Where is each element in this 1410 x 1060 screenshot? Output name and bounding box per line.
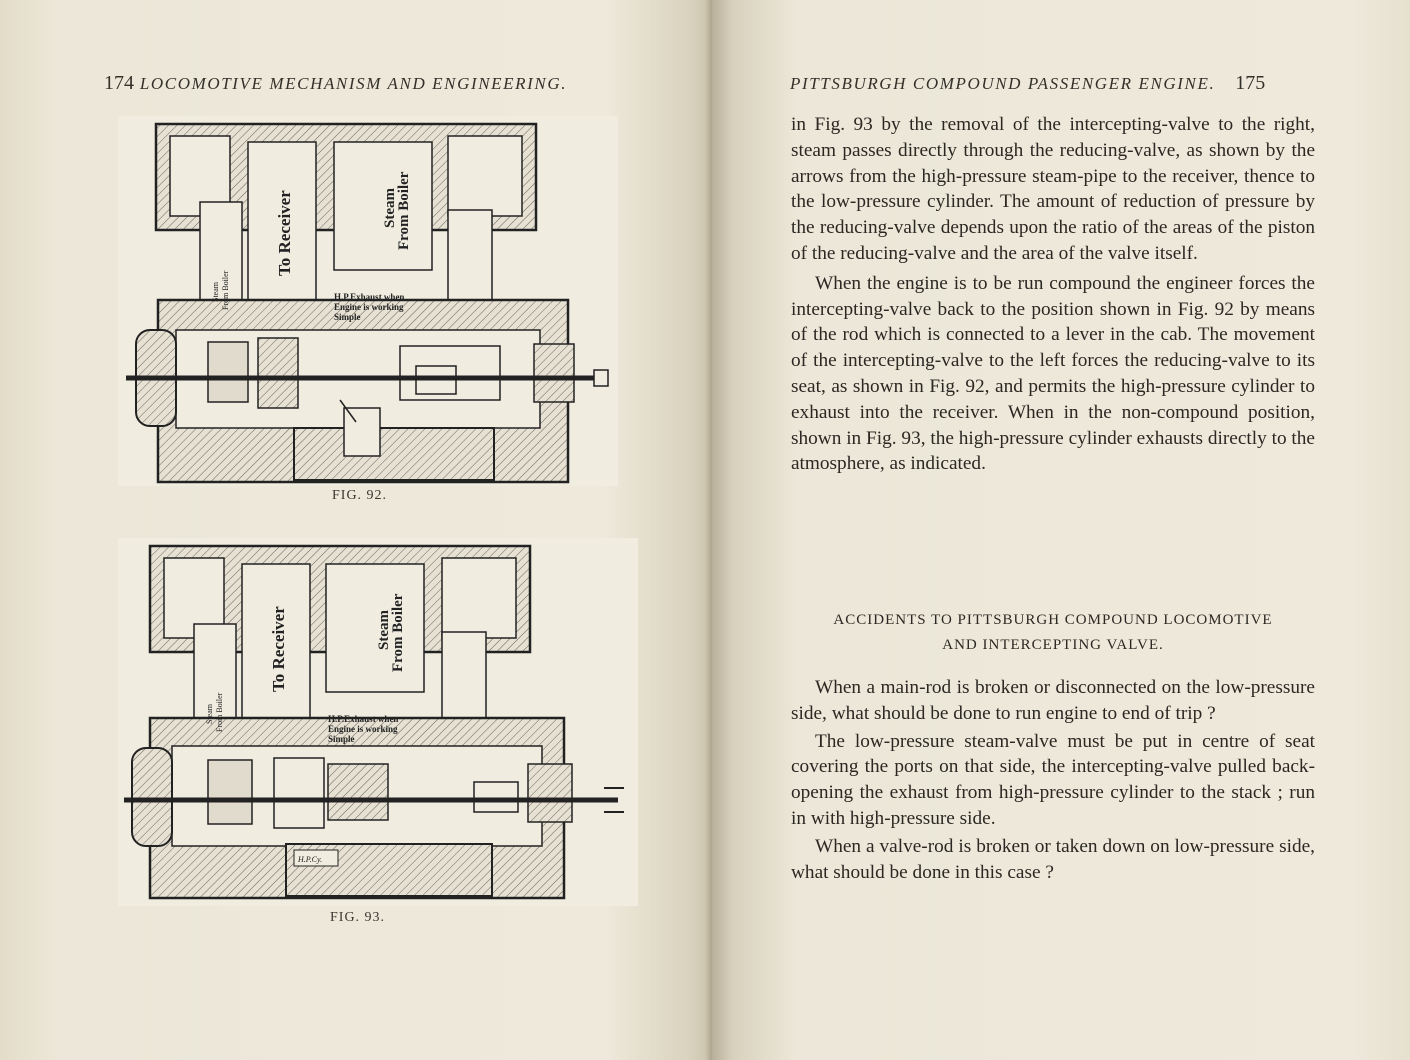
fig93-to-receiver-label: To Receiver xyxy=(269,606,288,692)
figure-92-caption: FIG. 92. xyxy=(332,488,388,503)
fig92-from-boiler-small-label: From Boiler xyxy=(221,270,230,310)
section-heading: ACCIDENTS TO PITTSBURGH COMPOUND LOCOMOT… xyxy=(791,608,1315,658)
left-page-number: 174 xyxy=(104,72,134,94)
fig93-exhaust-line-1: H.P.Exhaust when xyxy=(328,714,398,724)
fig93-steam-small-label: Steam xyxy=(205,703,214,724)
section-heading-line-1: ACCIDENTS TO PITTSBURGH COMPOUND LOCOMOT… xyxy=(833,612,1273,628)
right-page: PITTSBURGH COMPOUND PASSENGER ENGINE. 17… xyxy=(712,0,1410,1060)
figure-93: H.P.Cy. To Receiver Steam From Boiler St… xyxy=(118,538,638,906)
figure-93-caption: FIG. 93. xyxy=(330,910,386,925)
fig93-from-boiler-label: From Boiler xyxy=(390,593,406,672)
body-text-block-1: in Fig. 93 by the removal of the interce… xyxy=(791,112,1315,477)
fig93-hp-cyl-label: H.P.Cy. xyxy=(297,855,322,864)
fig93-steam-label: Steam xyxy=(376,610,392,650)
question-1: When a main-rod is broken or disconnecte… xyxy=(791,677,1315,724)
right-running-title: PITTSBURGH COMPOUND PASSENGER ENGINE. xyxy=(790,74,1216,93)
fig92-exhaust-line-2: Engine is working xyxy=(334,302,404,312)
fig92-exhaust-line-1: H.P.Exhaust when xyxy=(334,292,404,302)
fig92-from-boiler-label: From Boiler xyxy=(396,171,412,250)
fig93-exhaust-line-3: Simple xyxy=(328,734,355,744)
fig92-steam-label: Steam xyxy=(382,188,398,228)
fig92-steam-small-label: Steam xyxy=(211,281,220,302)
fig93-from-boiler-small-label: From Boiler xyxy=(215,692,224,732)
section-heading-line-2: AND INTERCEPTING VALVE. xyxy=(942,637,1164,653)
left-running-head: 174 LOCOMOTIVE MECHANISM AND ENGINEERING… xyxy=(104,72,567,95)
fig92-exhaust-line-3: Simple xyxy=(334,312,361,322)
body-text-block-2: When a main-rod is broken or disconnecte… xyxy=(791,675,1315,885)
figure-92: To Receiver Steam From Boiler Steam From… xyxy=(118,116,618,486)
paragraph-2: When the engine is to be run compound th… xyxy=(791,272,1315,475)
right-page-number: 175 xyxy=(1235,72,1266,94)
left-running-title: LOCOMOTIVE MECHANISM AND ENGINEERING. xyxy=(139,74,568,93)
paragraph-1: in Fig. 93 by the removal of the interce… xyxy=(791,114,1315,264)
right-running-head: PITTSBURGH COMPOUND PASSENGER ENGINE. 17… xyxy=(790,72,1265,95)
answer-1: The low-pressure steam-valve must be put… xyxy=(791,730,1315,829)
question-2: When a valve-rod is broken or taken down… xyxy=(791,835,1315,883)
left-page: 174 LOCOMOTIVE MECHANISM AND ENGINEERING… xyxy=(0,0,712,1060)
fig92-to-receiver-label: To Receiver xyxy=(275,190,294,276)
fig93-exhaust-line-2: Engine is working xyxy=(328,724,398,734)
